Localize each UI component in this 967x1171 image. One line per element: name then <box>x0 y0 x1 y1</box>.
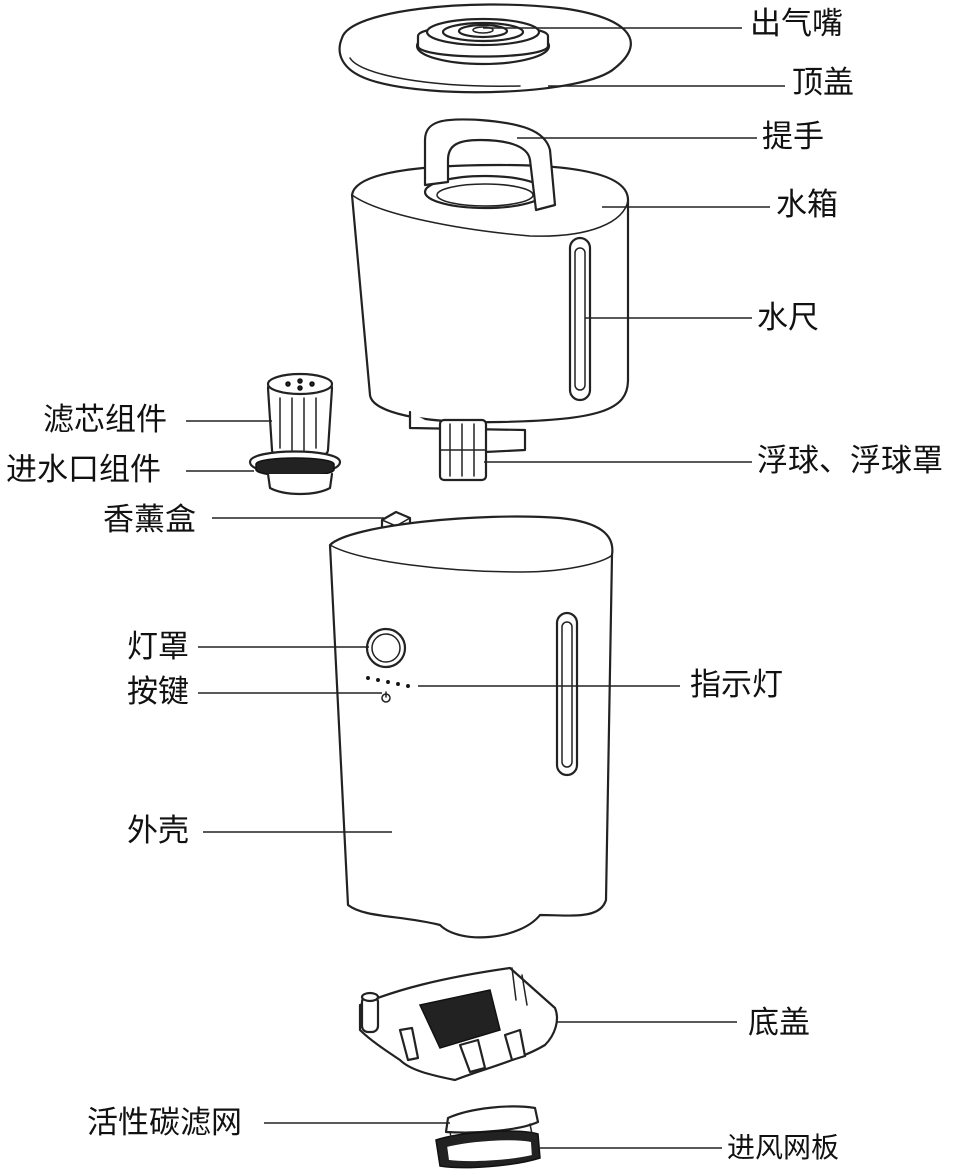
nozzle-part <box>415 17 551 66</box>
label-bottom-cover: 底盖 <box>748 1005 810 1041</box>
water-inlet-part <box>248 450 342 496</box>
handle-part <box>423 118 557 212</box>
bottom-cover-part <box>358 966 559 1082</box>
air-inlet-plate-part <box>435 1123 541 1169</box>
label-float-ball: 浮球、浮球罩 <box>757 443 943 479</box>
label-water-gauge: 水尺 <box>757 300 819 336</box>
shell-part <box>328 515 614 939</box>
label-nozzle: 出气嘴 <box>750 6 843 42</box>
label-water-inlet: 进水口组件 <box>6 452 161 488</box>
label-indicator-light: 指示灯 <box>690 667 783 703</box>
label-aroma-box: 香薰盒 <box>103 502 196 538</box>
leader-lines <box>186 27 785 1149</box>
carbon-filter-part <box>444 1105 540 1134</box>
filter-core-part <box>266 372 334 460</box>
label-handle: 提手 <box>762 119 824 155</box>
label-filter-core: 滤芯组件 <box>43 402 167 438</box>
water-tank-part <box>350 163 630 454</box>
label-top-cover: 顶盖 <box>792 65 854 101</box>
float-ball-part <box>438 418 488 482</box>
label-button: 按键 <box>127 674 189 710</box>
label-air-inlet-plate: 进风网板 <box>727 1131 840 1164</box>
label-lamp-shade: 灯罩 <box>127 629 189 665</box>
label-carbon-filter: 活性碳滤网 <box>87 1105 242 1141</box>
label-water-tank: 水箱 <box>776 187 838 223</box>
label-shell: 外壳 <box>127 813 189 849</box>
